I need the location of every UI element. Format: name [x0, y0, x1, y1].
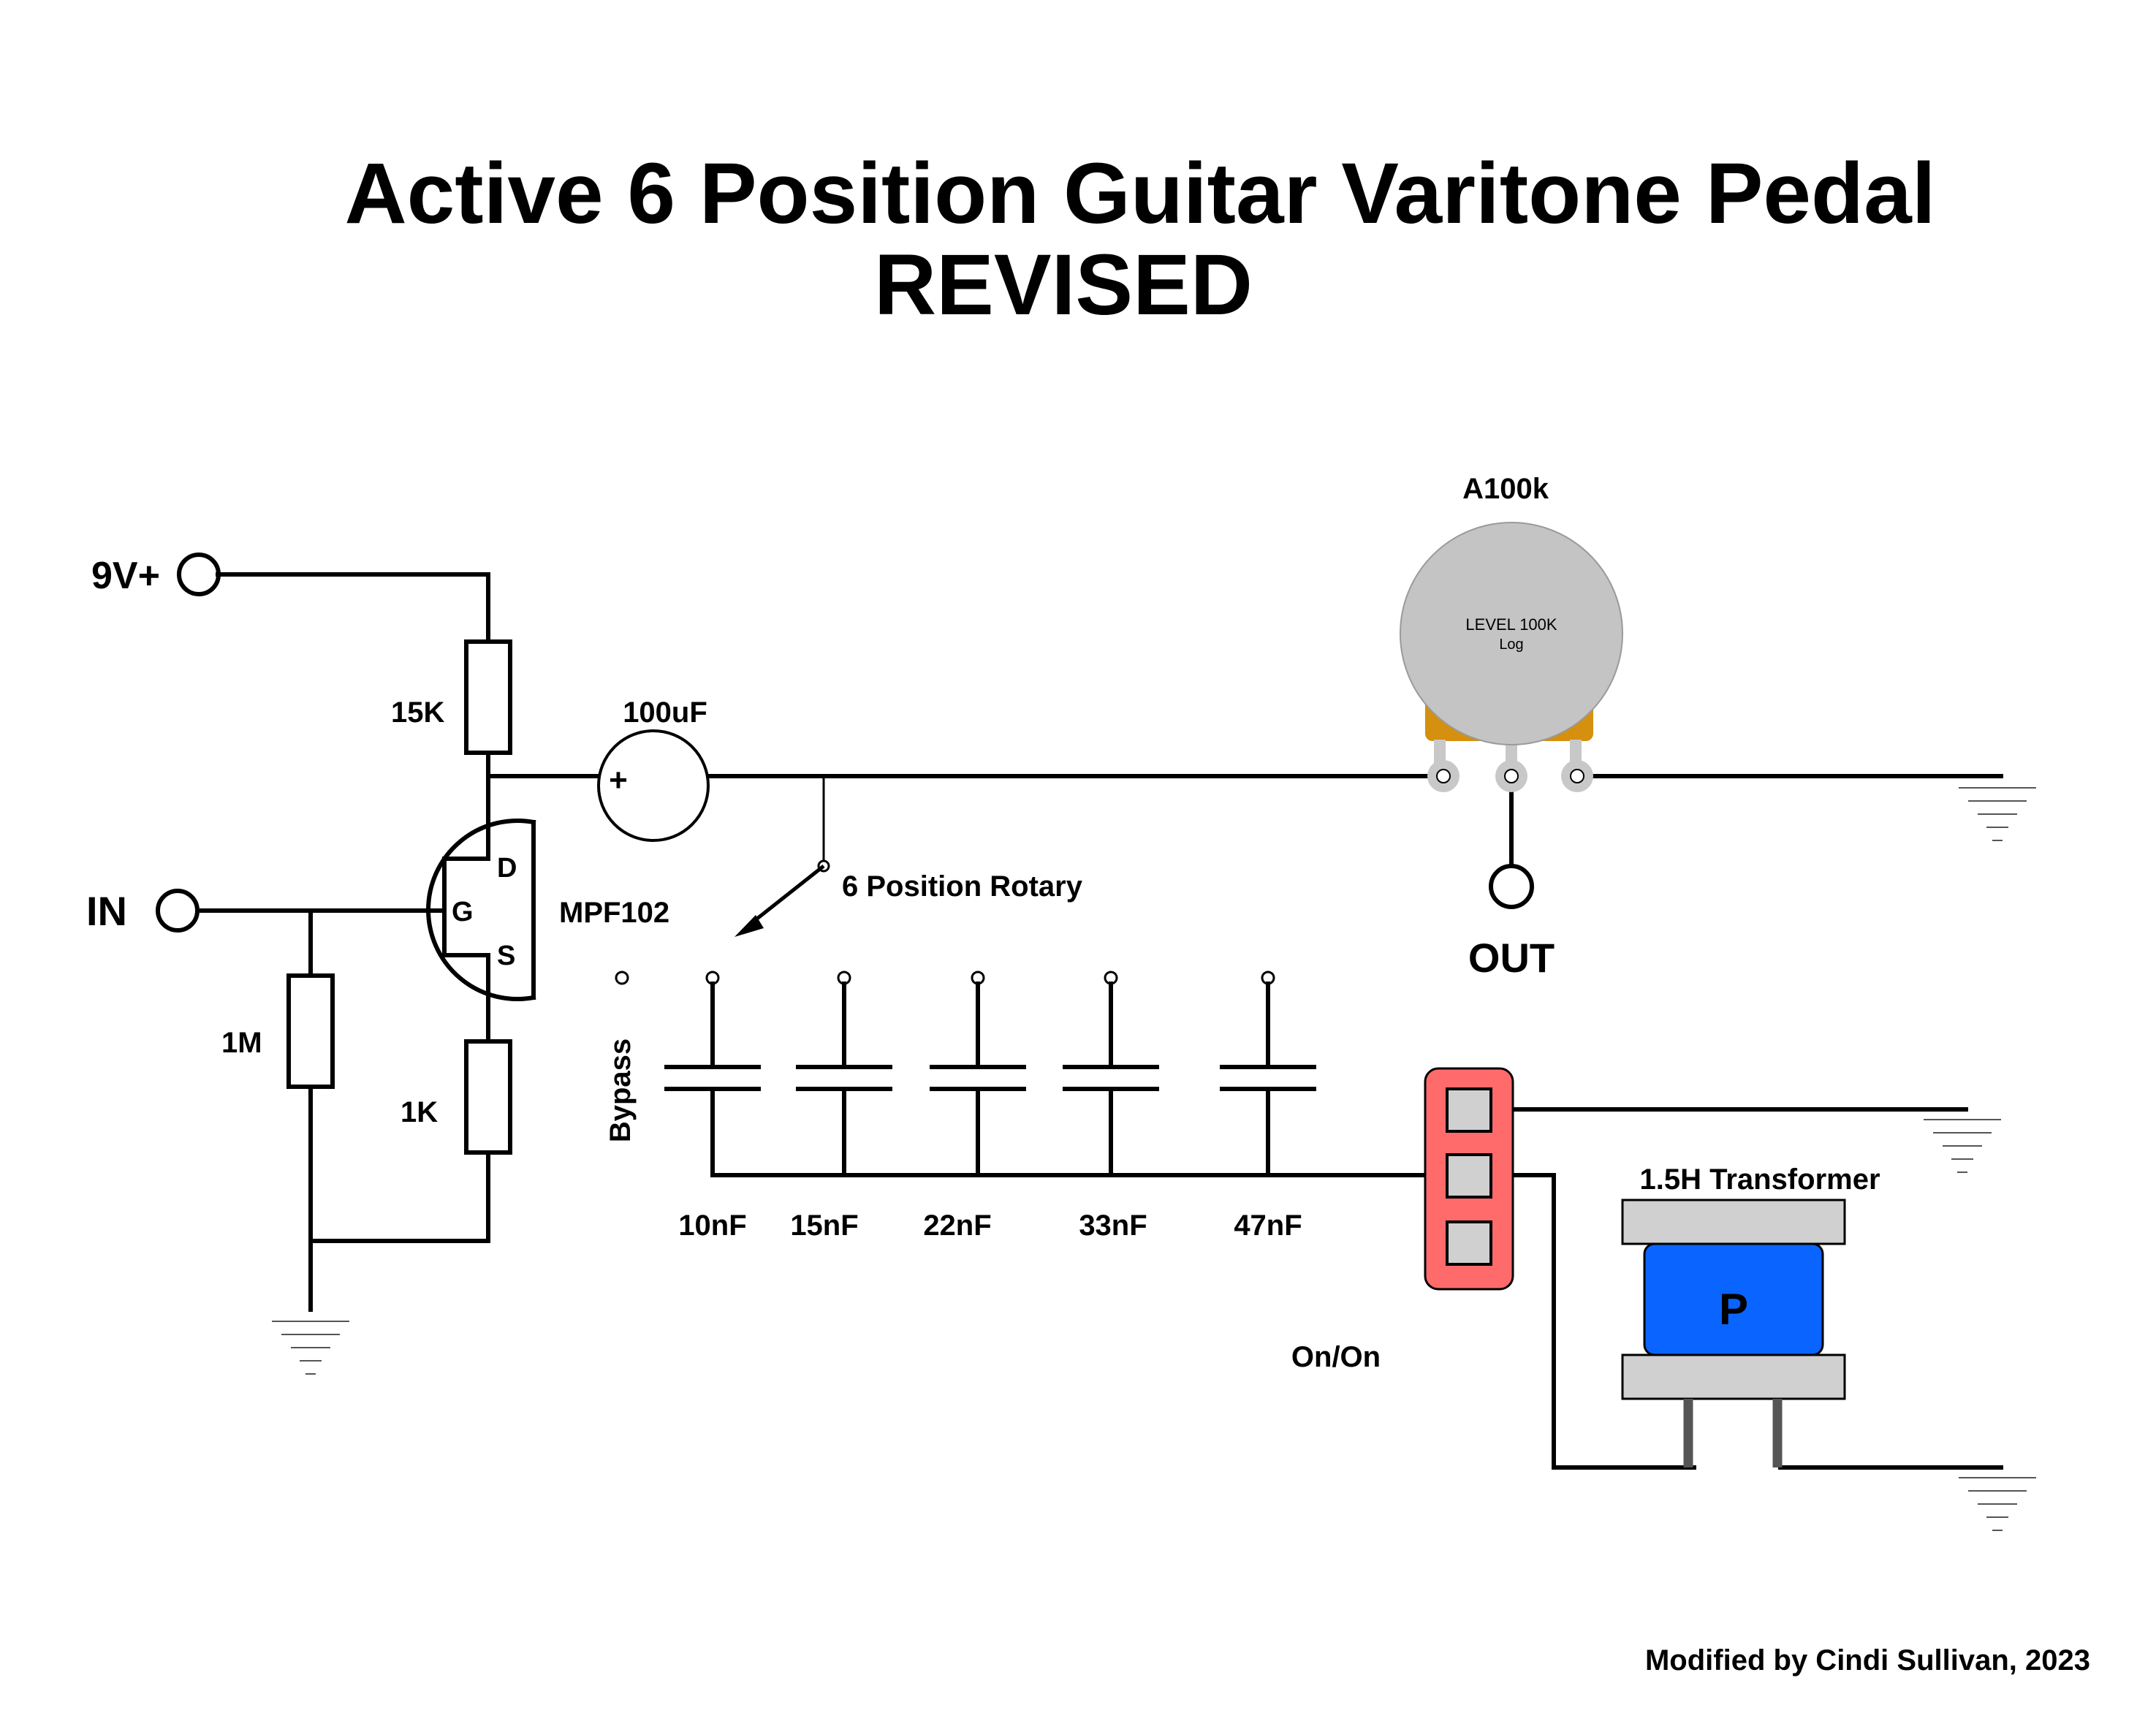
capacitor-label-4: 33nF — [1079, 1210, 1147, 1242]
capacitor-bank — [664, 971, 1316, 1177]
title-line-1: Active 6 Position Guitar Varitone Pedal — [344, 145, 1935, 242]
resistor-15k-label: 15K — [391, 696, 444, 729]
input-jack[interactable] — [156, 889, 200, 933]
capacitor-label-3: 22nF — [923, 1210, 991, 1242]
capacitor-100uf — [597, 729, 710, 842]
switch-lug-bottom — [1446, 1220, 1492, 1266]
capacitor-33nf — [1063, 971, 1159, 1177]
capacitor-15nf — [796, 971, 892, 1177]
potentiometer[interactable] — [1400, 522, 1623, 792]
capacitor-47nf — [1220, 971, 1316, 1177]
pot-face-text-2: Log — [1499, 637, 1523, 653]
rotary-contact-bypass — [615, 971, 629, 985]
transformer-label: 1.5H Transformer — [1639, 1163, 1880, 1196]
rotary-switch[interactable] — [615, 859, 830, 985]
supply-label: 9V+ — [91, 555, 160, 597]
switch-label: On/On — [1291, 1341, 1381, 1373]
credit-text: Modified by Cindi Sullivan, 2023 — [1645, 1644, 2090, 1676]
ground-symbol-4 — [1959, 1477, 2036, 1531]
resistor-1k-label: 1K — [401, 1096, 438, 1128]
resistor-1m-label: 1M — [221, 1027, 262, 1059]
transformer — [1621, 1199, 1846, 1467]
switch-lug-middle — [1446, 1153, 1492, 1199]
jfet-pin-d: D — [497, 853, 517, 884]
ground-symbol-1 — [272, 1321, 349, 1375]
bypass-label: Bypass — [604, 1038, 637, 1142]
resistor-1k — [464, 1039, 512, 1155]
input-label: IN — [86, 888, 127, 934]
capacitor-label-1: 10nF — [678, 1210, 746, 1242]
transformer-plate-top — [1621, 1199, 1846, 1245]
transformer-core-label: P — [1719, 1285, 1748, 1334]
title-line-2: REVISED — [874, 237, 1253, 333]
capacitor-22nf — [930, 971, 1026, 1177]
pot-face-text-1: LEVEL 100K — [1465, 615, 1557, 634]
ground-symbol-3 — [1924, 1119, 2001, 1173]
output-jack[interactable] — [1489, 864, 1534, 909]
jfet-pin-s: S — [497, 941, 515, 971]
supply-terminal[interactable] — [177, 552, 221, 596]
resistor-15k — [464, 639, 512, 755]
transformer-plate-bottom — [1621, 1353, 1846, 1400]
capacitor-label-2: 15nF — [790, 1210, 858, 1242]
capacitor-label-5: 47nF — [1234, 1210, 1302, 1242]
capacitor-polarity: + — [609, 762, 628, 798]
resistor-1m — [286, 973, 335, 1089]
rotary-label: 6 Position Rotary — [842, 870, 1083, 903]
pot-value-label: A100k — [1462, 473, 1549, 505]
pot-knob-face — [1400, 522, 1623, 745]
capacitor-10nf — [664, 971, 761, 1177]
on-on-switch[interactable] — [1424, 1067, 1514, 1291]
ground-symbol-2 — [1959, 787, 2036, 841]
jfet-pin-g: G — [452, 897, 474, 927]
switch-lug-top — [1446, 1087, 1492, 1133]
jfet-label: MPF102 — [559, 897, 669, 929]
wires — [200, 572, 2003, 1470]
output-label: OUT — [1468, 935, 1555, 981]
capacitor-100uf-label: 100uF — [623, 696, 707, 729]
jfet-mpf102 — [426, 819, 536, 1001]
